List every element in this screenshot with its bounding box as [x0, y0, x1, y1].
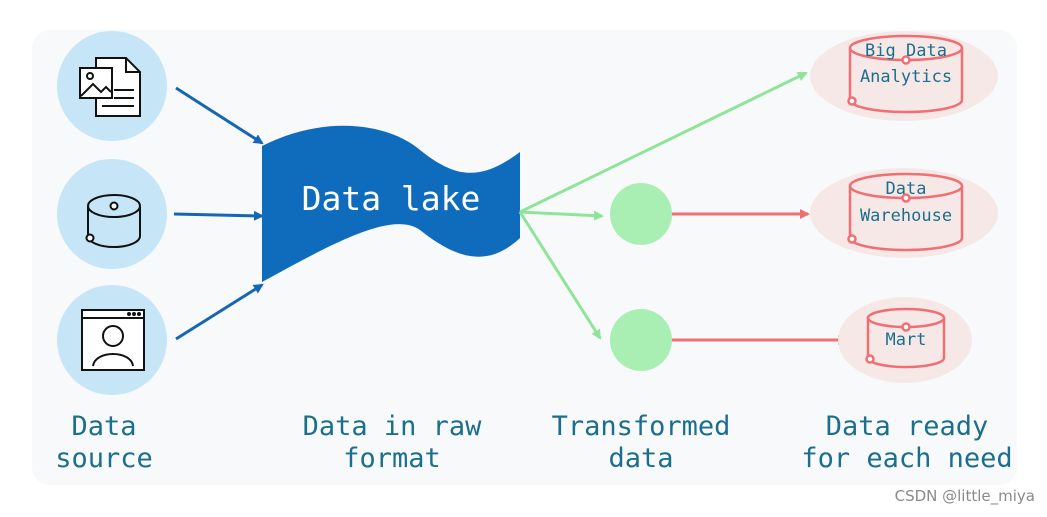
- warehouse-label-line2: Warehouse: [860, 206, 952, 226]
- caption-raw-format: Data in raw format: [302, 411, 482, 474]
- watermark: CSDN @little_miya: [894, 487, 1035, 505]
- analytics-label-line2: Analytics: [860, 67, 952, 87]
- warehouse-halo: [810, 168, 998, 258]
- warehouse-label-line1: Data: [886, 179, 927, 199]
- source-circle-database: [57, 159, 167, 269]
- arrow-lake-to-analytics: [519, 71, 808, 214]
- caption-data-ready: Data ready for each need: [801, 411, 1013, 474]
- cylinder-icon: [85, 194, 141, 248]
- caption-transformed-data: Transformed data: [551, 411, 731, 474]
- data-lake-label: Data lake: [302, 179, 481, 218]
- arrow-lake-to-transformed2: [518, 211, 602, 340]
- arrow-source1-to-lake: [175, 86, 264, 145]
- caption-data-source: Data source: [55, 411, 153, 474]
- transformed-node-1: [610, 183, 672, 245]
- arrow-source2-to-lake: [173, 210, 264, 221]
- mart-label: Mart: [886, 330, 927, 350]
- transformed-node-2: [610, 309, 672, 371]
- warehouse-cylinder-icon: [847, 172, 964, 252]
- data-lake-shape: [262, 125, 520, 282]
- arrow-lake-to-transformed1: [519, 210, 604, 221]
- analytics-cylinder-icon: [847, 34, 964, 114]
- mart-cylinder-icon: [865, 307, 946, 369]
- arrow-source3-to-lake: [175, 283, 264, 341]
- document-image-icon: [79, 57, 141, 117]
- analytics-label-line1: Big Data: [865, 41, 947, 61]
- user-profile-icon: [81, 309, 145, 371]
